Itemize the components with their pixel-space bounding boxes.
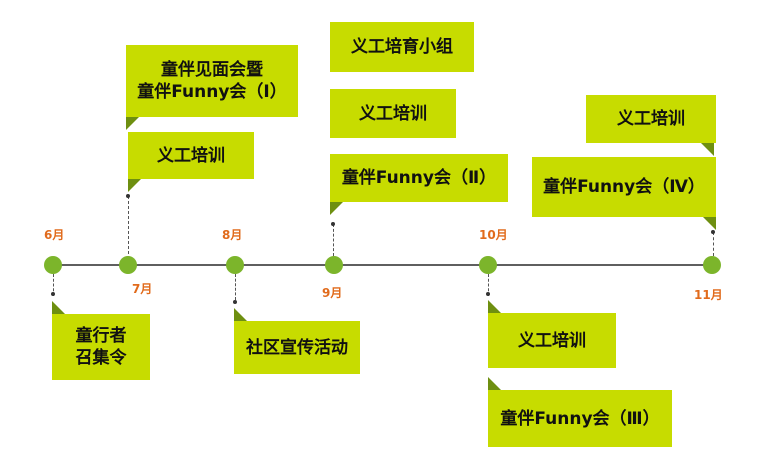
- connector-september: [333, 224, 334, 256]
- node-august: [226, 256, 244, 274]
- callout-tail-funny-2: [330, 202, 343, 215]
- connector-august: [235, 274, 236, 300]
- node-october: [479, 256, 497, 274]
- event-text-funny-3: 童伴Funny会（Ⅲ）: [500, 408, 660, 429]
- callout-tail-funny-3: [488, 377, 501, 390]
- connector-dot-august: [233, 300, 237, 304]
- callout-tail-november-training: [701, 143, 714, 156]
- connector-dot-june: [51, 292, 55, 296]
- connector-june: [53, 274, 54, 296]
- connector-dot-october: [486, 292, 490, 296]
- month-label-november: 11月: [694, 288, 723, 302]
- event-text-community: 社区宣传活动: [246, 337, 348, 358]
- timeline-axis: [52, 264, 714, 266]
- month-label-june: 6月: [44, 228, 65, 242]
- event-box-funny-3: 童伴Funny会（Ⅲ）: [488, 390, 672, 447]
- connector-dot-september: [331, 222, 335, 226]
- month-label-october: 10月: [479, 228, 508, 242]
- connector-july: [128, 196, 129, 254]
- connector-dot-july: [126, 194, 130, 198]
- node-june: [44, 256, 62, 274]
- event-text-recruit-line2: 召集令: [75, 348, 127, 368]
- connector-october: [488, 274, 489, 296]
- event-text-meeting-line1: 童伴见面会暨: [161, 60, 263, 80]
- event-box-funny-4: 童伴Funny会（Ⅳ）: [532, 157, 716, 217]
- event-text-july-training: 义工培训: [157, 145, 225, 166]
- event-box-july-training: 义工培训: [128, 132, 254, 179]
- event-text-meeting-line2: 童伴Funny会（Ⅰ）: [137, 82, 287, 102]
- connector-dot-november: [711, 230, 715, 234]
- node-july: [119, 256, 137, 274]
- connector-november: [713, 232, 714, 256]
- event-text-training-group: 义工培育小组: [351, 37, 453, 57]
- month-label-july: 7月: [132, 282, 153, 296]
- event-text-recruit-line1: 童行者: [75, 326, 127, 346]
- month-label-august: 8月: [222, 228, 243, 242]
- event-box-september-training: 义工培训: [330, 89, 456, 138]
- month-label-september: 9月: [322, 286, 343, 300]
- event-text-september-training: 义工培训: [359, 103, 427, 124]
- callout-tail-july-training: [128, 179, 141, 192]
- event-text-november-training: 义工培训: [617, 109, 685, 129]
- event-text-funny-4: 童伴Funny会（Ⅳ）: [543, 177, 705, 197]
- node-november: [703, 256, 721, 274]
- event-box-meeting: 童伴见面会暨 童伴Funny会（Ⅰ）: [126, 45, 298, 117]
- event-text-funny-2: 童伴Funny会（Ⅱ）: [341, 168, 497, 188]
- event-box-october-training: 义工培训: [488, 313, 616, 368]
- callout-tail-october-training: [488, 300, 501, 313]
- event-box-november-training: 义工培训: [586, 95, 716, 143]
- event-box-training-group: 义工培育小组: [330, 22, 474, 72]
- callout-tail-funny-4: [703, 217, 716, 230]
- callout-tail-recruit: [52, 301, 65, 314]
- event-box-community: 社区宣传活动: [234, 321, 360, 374]
- event-box-recruit: 童行者 召集令: [52, 314, 150, 380]
- event-box-funny-2: 童伴Funny会（Ⅱ）: [330, 154, 508, 202]
- callout-tail-community: [234, 308, 247, 321]
- event-text-october-training: 义工培训: [518, 330, 586, 351]
- node-september: [325, 256, 343, 274]
- callout-tail-meeting: [126, 117, 139, 130]
